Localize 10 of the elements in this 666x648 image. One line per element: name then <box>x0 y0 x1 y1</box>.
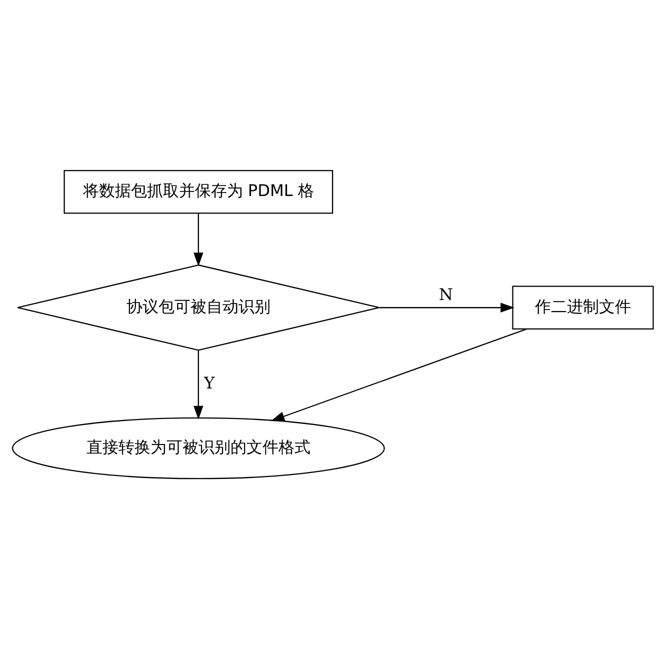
node-diamond: 协议包可被自动识别 <box>17 264 380 350</box>
arrow <box>270 328 527 421</box>
node-box: 将数据包抓取并保存为 PDML 格 <box>64 170 334 214</box>
edge-label: Y <box>204 372 215 392</box>
arrow <box>194 212 204 266</box>
arrow <box>194 350 204 420</box>
node-box: 作二进制文件 <box>512 285 654 329</box>
arrow <box>379 302 514 312</box>
edge-label: N <box>438 284 454 304</box>
node-ellipse: 直接转换为可被识别的文件格式 <box>12 416 385 479</box>
